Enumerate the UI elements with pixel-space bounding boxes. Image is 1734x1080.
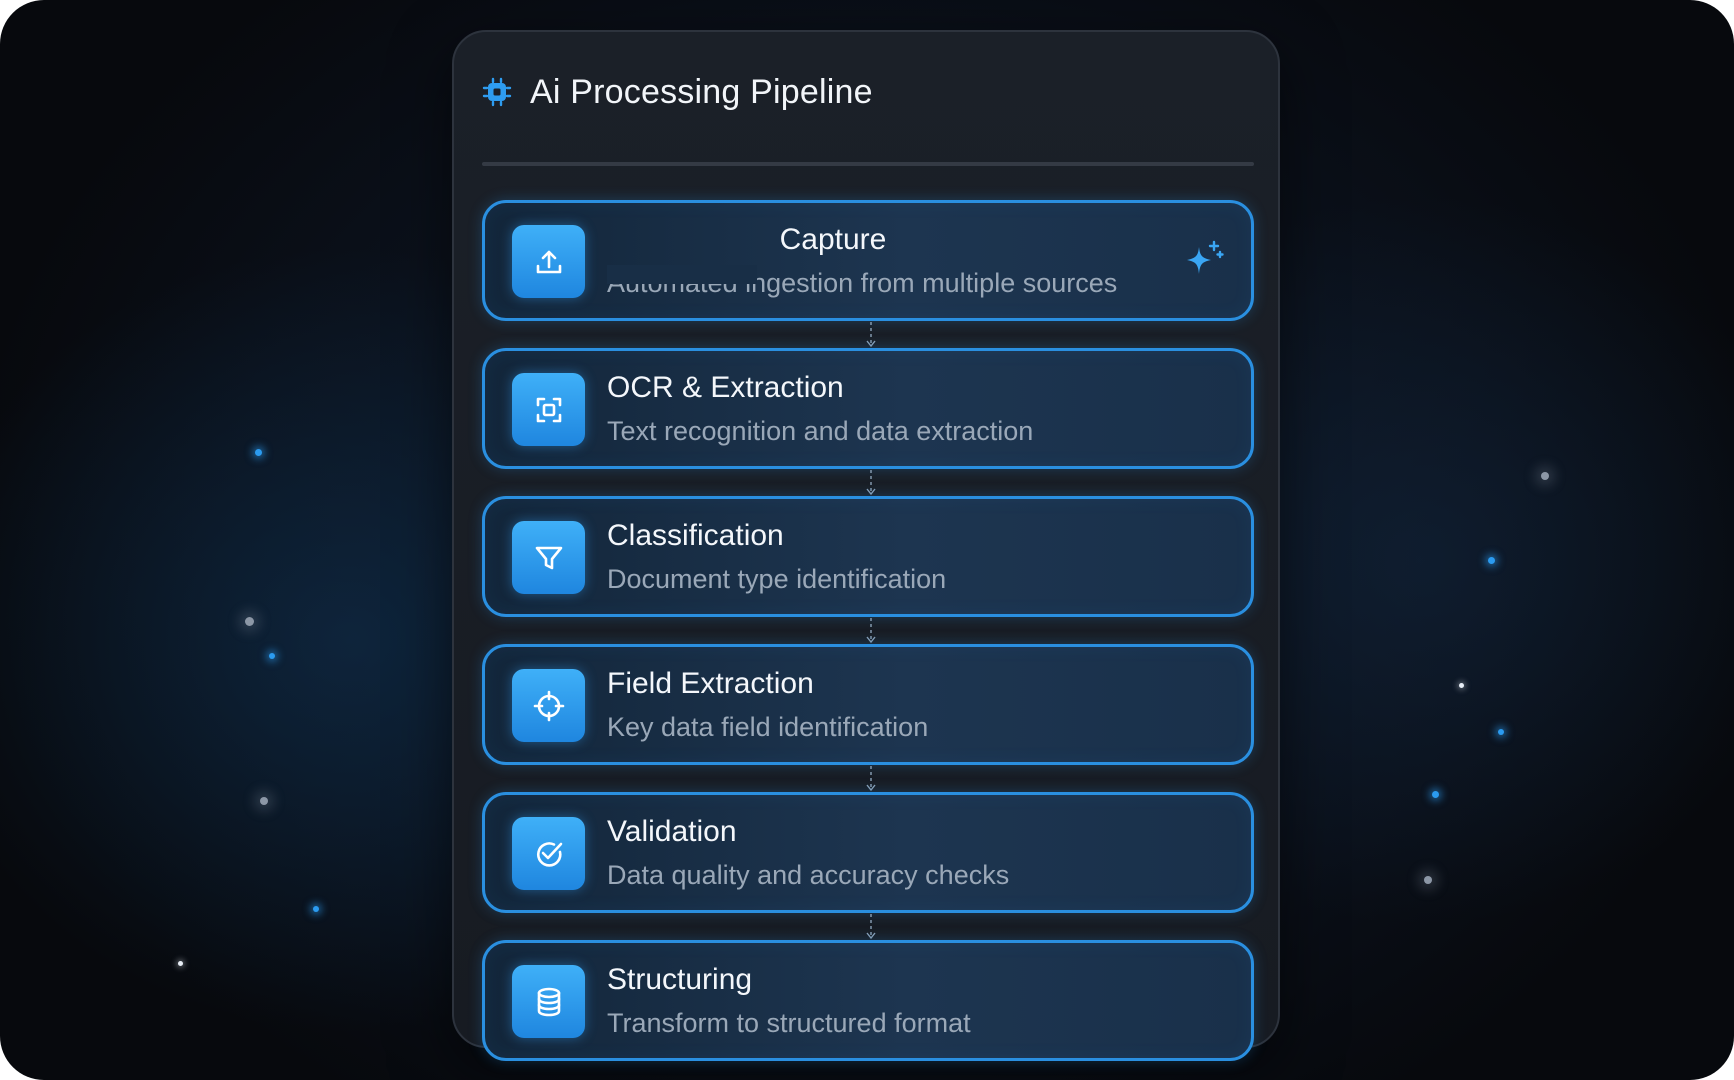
header-divider bbox=[482, 162, 1254, 166]
step-structuring[interactable]: Structuring Transform to structured form… bbox=[482, 940, 1254, 1061]
step-validation[interactable]: Validation Data quality and accuracy che… bbox=[482, 792, 1254, 913]
panel-header: Ai Processing Pipeline bbox=[480, 62, 873, 122]
step-description: Document type identification bbox=[607, 564, 947, 594]
check-circle-icon bbox=[512, 817, 585, 890]
step-title: OCR & Extraction bbox=[607, 371, 844, 404]
step-description: Data quality and accuracy checks bbox=[607, 860, 1010, 890]
particle bbox=[1424, 876, 1432, 884]
step-connector bbox=[866, 322, 876, 348]
scan-icon bbox=[512, 373, 585, 446]
step-description: Automated ingestion from multiple source… bbox=[607, 268, 1118, 298]
step-title: Structuring bbox=[607, 963, 753, 996]
step-description: Key data field identification bbox=[607, 712, 929, 742]
particle bbox=[1432, 791, 1439, 798]
chip-icon bbox=[480, 75, 514, 109]
step-description: Text recognition and data extraction bbox=[607, 416, 1034, 446]
particle bbox=[313, 906, 319, 912]
step-title: Validation bbox=[607, 815, 737, 848]
step-field-extraction[interactable]: Field Extraction Key data field identifi… bbox=[482, 644, 1254, 765]
particle bbox=[1498, 729, 1504, 735]
filter-icon bbox=[512, 521, 585, 594]
particle bbox=[178, 961, 183, 966]
pipeline-panel: Ai Processing Pipeline Capture Automated… bbox=[452, 30, 1280, 1061]
database-icon bbox=[512, 965, 585, 1038]
particle bbox=[269, 653, 275, 659]
step-connector bbox=[866, 618, 876, 644]
upload-icon bbox=[512, 225, 585, 298]
step-title: Classification bbox=[607, 519, 784, 552]
step-connector bbox=[866, 766, 876, 792]
step-title: Capture bbox=[779, 223, 887, 256]
step-capture[interactable]: Capture Automated ingestion from multipl… bbox=[482, 200, 1254, 321]
step-description: Transform to structured format bbox=[607, 1008, 971, 1038]
crosshair-icon bbox=[512, 669, 585, 742]
particle bbox=[1488, 557, 1495, 564]
particle bbox=[260, 797, 268, 805]
particle bbox=[1459, 683, 1464, 688]
particle bbox=[255, 449, 262, 456]
step-classification[interactable]: Classification Document type identificat… bbox=[482, 496, 1254, 617]
step-title: Field Extraction bbox=[607, 667, 814, 700]
sparkle-icon bbox=[1181, 239, 1225, 283]
panel-title: Ai Processing Pipeline bbox=[530, 72, 873, 111]
particle bbox=[1541, 472, 1549, 480]
step-ocr-extraction[interactable]: OCR & Extraction Text recognition and da… bbox=[482, 348, 1254, 469]
step-connector bbox=[866, 914, 876, 940]
particle bbox=[245, 617, 254, 626]
step-connector bbox=[866, 470, 876, 496]
step-description-clip: Automated ingestion from multiple source… bbox=[607, 265, 1207, 303]
